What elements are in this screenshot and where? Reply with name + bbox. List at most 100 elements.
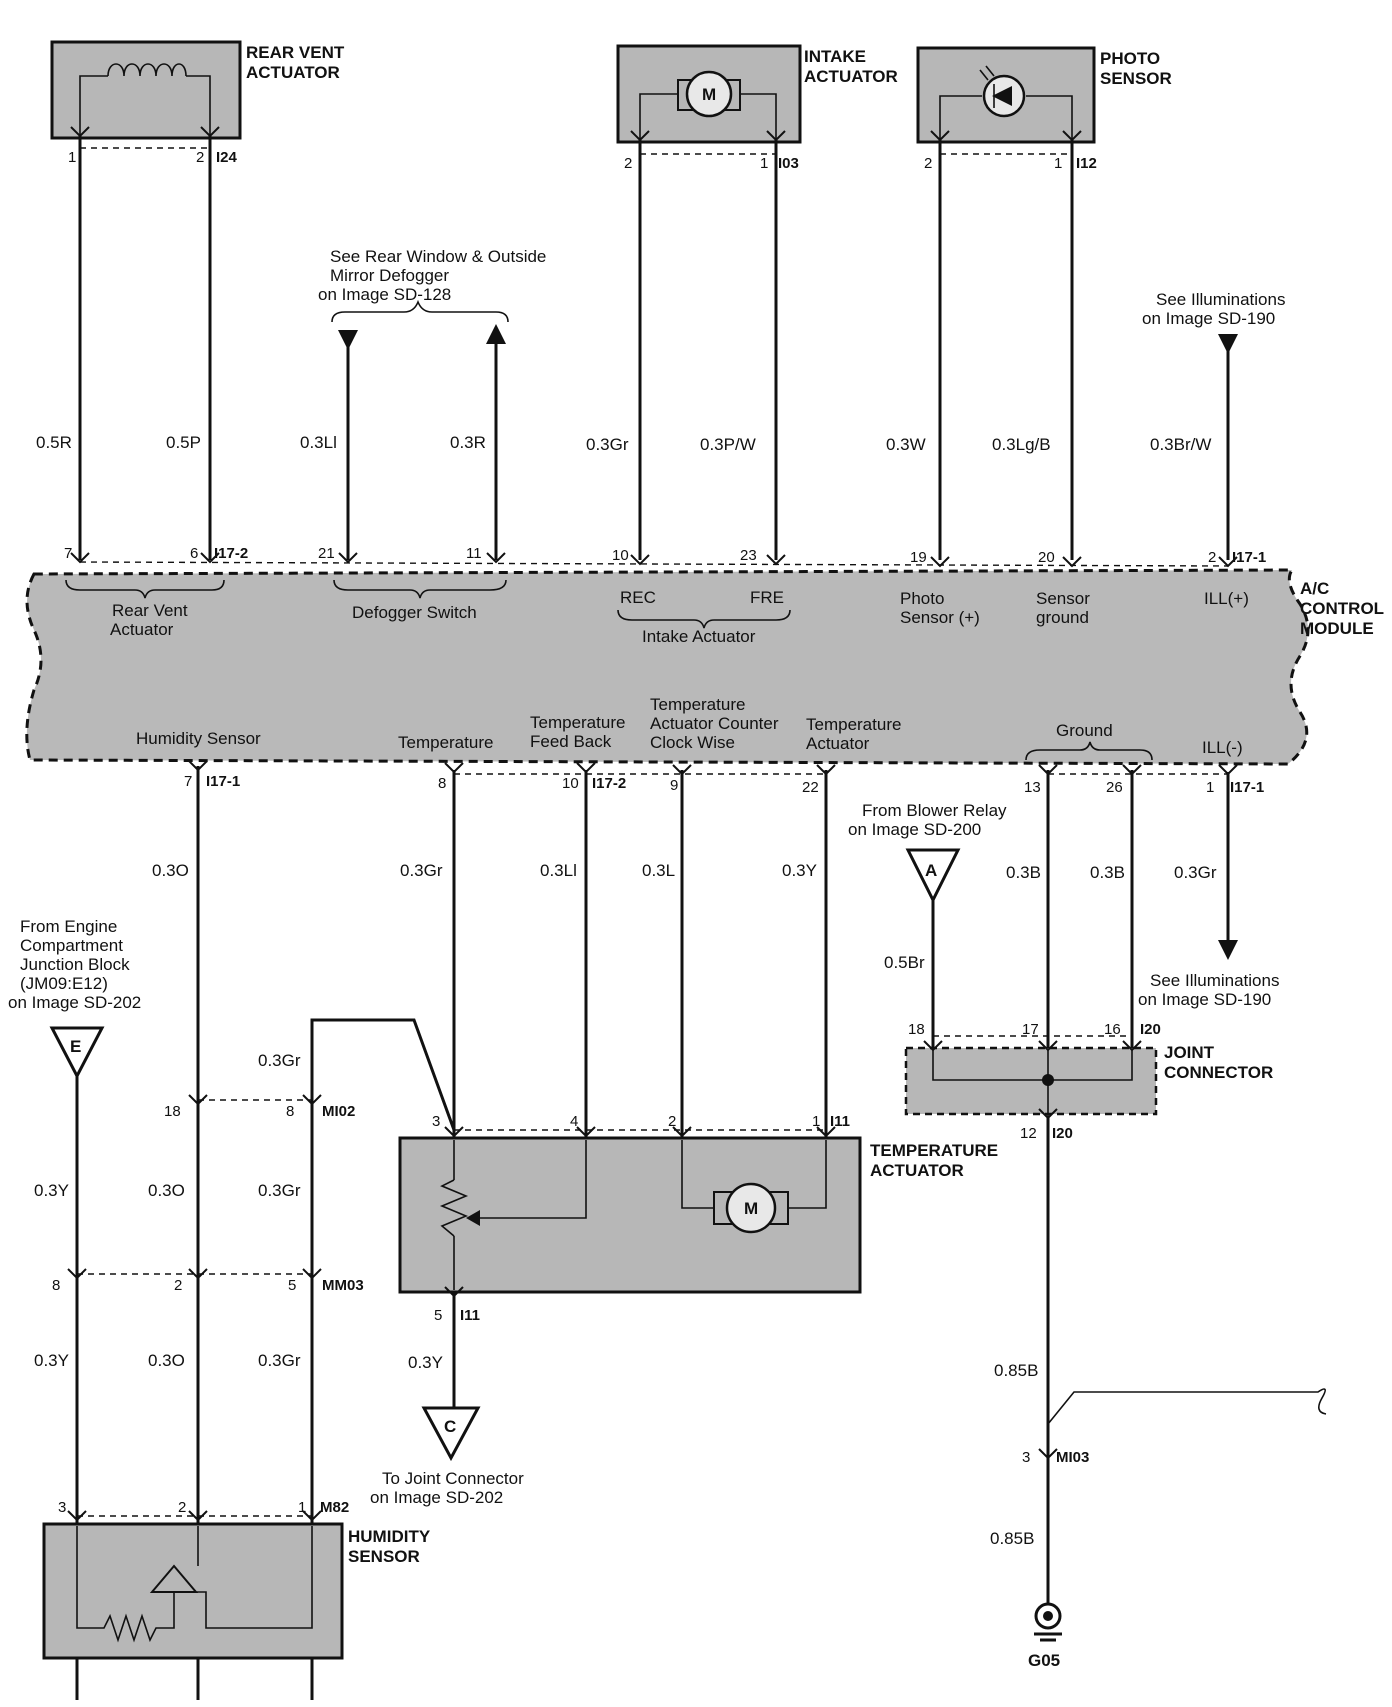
top-wires: [78, 136, 1230, 560]
connector-chevron: [188, 1094, 208, 1106]
connector-chevron: [1122, 764, 1142, 776]
pin-ia2: 2: [624, 155, 632, 172]
connector-chevron: [816, 1126, 836, 1138]
pin-rv1: 1: [68, 149, 76, 166]
connector-i17-1-top: I17-1: [1232, 549, 1266, 566]
wire-03b-2: 0.3B: [1090, 863, 1125, 882]
connector-chevron: [672, 1126, 692, 1138]
joint-connector: [904, 1046, 1158, 1116]
connector-chevron: [1038, 1040, 1058, 1052]
pin-mm03-8: 8: [52, 1277, 60, 1294]
wire-03b-1: 0.3B: [1006, 863, 1041, 882]
illum-top-arrow: [1218, 334, 1238, 354]
pin-hs2: 2: [178, 1499, 186, 1516]
connector-chevron: [816, 764, 836, 776]
connector-chevron: [444, 1286, 464, 1298]
ground-symbol-icon: [1034, 1602, 1062, 1642]
wire-085b-1: 0.85B: [994, 1361, 1038, 1380]
wire-03gr-d: 0.3Gr: [258, 1351, 301, 1370]
connector-chevron: [1122, 1040, 1142, 1052]
module-intake-actuator-label: Intake Actuator: [642, 627, 756, 646]
defogger-in-arrow: [486, 324, 506, 344]
pin-m11: 11: [466, 545, 482, 562]
connector-chevron: [672, 764, 692, 776]
tag-e-label: E: [70, 1037, 81, 1056]
wire-03gr-c: 0.3Gr: [258, 1181, 301, 1200]
connector-chevron: [930, 556, 950, 568]
pin-mm03-5: 5: [288, 1277, 296, 1294]
pin-m6: 6: [190, 545, 198, 562]
tag-a-label: A: [925, 861, 937, 880]
connector-i24: I24: [216, 149, 238, 166]
connector-i12: I12: [1076, 155, 1097, 172]
connector-chevron: [1038, 1108, 1058, 1120]
pin-m20: 20: [1038, 549, 1055, 566]
pin-m21: 21: [318, 545, 335, 562]
connector-chevron: [923, 1040, 943, 1052]
pin-ps1: 1: [1054, 155, 1062, 172]
connector-chevron: [766, 130, 786, 142]
connector-chevron: [1038, 764, 1058, 776]
connector-chevron: [630, 130, 650, 142]
wire-03o-c: 0.3O: [148, 1351, 185, 1370]
connector-chevron: [444, 1126, 464, 1138]
intake-motor-symbol: M: [702, 85, 716, 104]
pin-b26: 26: [1106, 779, 1123, 796]
connector-chevron: [302, 1268, 322, 1280]
module-humidity-sensor-label: Humidity Sensor: [136, 729, 261, 748]
temp-motor-symbol: M: [744, 1199, 758, 1218]
connector-chevron: [302, 1510, 322, 1522]
wire-03brw: 0.3Br/W: [1150, 435, 1211, 454]
tag-e-triangle: [49, 1026, 105, 1080]
pin-b10: 10: [562, 775, 579, 792]
wire-03y-e2: 0.3Y: [34, 1351, 69, 1370]
tag-a-triangle: [905, 848, 961, 904]
defogger-out-arrow: [338, 330, 358, 350]
pin-b1: 1: [1206, 779, 1214, 796]
wire-05r: 0.5R: [36, 433, 72, 452]
wire-05p: 0.5P: [166, 433, 201, 452]
wire-03o-b: 0.3O: [148, 1181, 185, 1200]
pin-m19: 19: [910, 549, 927, 566]
wire-03l: 0.3L: [642, 861, 675, 880]
connector-chevron: [630, 554, 650, 566]
module-ground-label: Ground: [1056, 721, 1113, 740]
wire-03w: 0.3W: [886, 435, 926, 454]
connector-chevron: [188, 1510, 208, 1522]
module-ill-plus-label: ILL(+): [1204, 589, 1249, 608]
connector-mi02: MI02: [322, 1103, 355, 1120]
pin-hs1: 1: [298, 1499, 306, 1516]
pin-mi02-18: 18: [164, 1103, 181, 1120]
pin-j17: 17: [1022, 1021, 1039, 1038]
pin-b22: 22: [802, 779, 819, 796]
pin-mi02-8: 8: [286, 1103, 294, 1120]
connector-chevron: [200, 126, 220, 138]
ground-branch: [1047, 1388, 1327, 1425]
connector-chevron: [70, 552, 90, 564]
pin-ta2: 2: [668, 1113, 676, 1130]
wire-03r: 0.3R: [450, 433, 486, 452]
illum-bottom-arrow: [1218, 940, 1238, 960]
intake-actuator: M: [616, 44, 802, 144]
wire-03y-c: 0.3Y: [408, 1353, 443, 1372]
connector-mi03: MI03: [1056, 1449, 1089, 1466]
connector-i20-top: I20: [1140, 1021, 1161, 1038]
pin-ta4: 4: [570, 1113, 578, 1130]
connector-i20-bottom: I20: [1052, 1125, 1073, 1142]
wire-03gr-mi02: 0.3Gr: [258, 1051, 301, 1070]
pin-ia1: 1: [760, 155, 768, 172]
connector-chevron: [1062, 130, 1082, 142]
